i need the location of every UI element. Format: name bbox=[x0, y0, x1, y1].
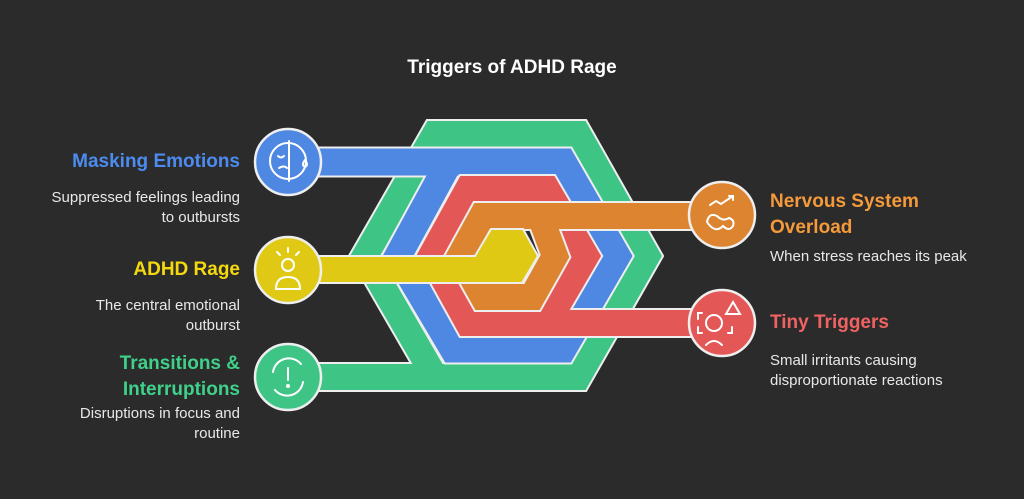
adhd-rage-description: The central emotional outburst bbox=[96, 296, 240, 336]
description-line: Disruptions in focus and bbox=[79, 405, 240, 422]
title-line: Interruptions bbox=[122, 379, 240, 400]
transitions-description: Disruptions in focus and routine bbox=[80, 404, 240, 444]
nervous-system-circle bbox=[687, 180, 757, 250]
adhd-rage-title: ADHD Rage bbox=[133, 259, 240, 280]
title-line: Overload bbox=[770, 217, 853, 238]
title-line: Transitions & bbox=[119, 353, 240, 374]
diagram-title: Triggers of ADHD Rage bbox=[407, 57, 617, 78]
description-line: routine bbox=[194, 425, 240, 442]
description-line: When stress reaches its peak bbox=[770, 248, 967, 265]
warning-focus-icon bbox=[697, 300, 742, 346]
nervous-system-title: Nervous System Overload bbox=[770, 189, 919, 241]
stress-rising-icon bbox=[706, 195, 735, 231]
tiny-triggers-description: Small irritants causing disproportionate… bbox=[770, 351, 943, 391]
yellow-core bbox=[299, 228, 540, 284]
title-line: Nervous System bbox=[770, 191, 919, 212]
angry-person-icon bbox=[274, 247, 302, 290]
description-line: to outbursts bbox=[161, 209, 240, 226]
description-line: outburst bbox=[185, 317, 240, 334]
masked-face-tear-icon bbox=[269, 140, 308, 182]
masking-emotions-title: Masking Emotions bbox=[72, 151, 240, 172]
tiny-triggers-title: Tiny Triggers bbox=[770, 312, 889, 333]
nervous-system-description: When stress reaches its peak bbox=[770, 247, 967, 267]
masking-emotions-description: Suppressed feelings leading to outbursts bbox=[52, 188, 240, 228]
description-line: disproportionate reactions bbox=[770, 372, 943, 389]
description-line: Small irritants causing bbox=[770, 352, 917, 369]
transitions-title: Transitions & Interruptions bbox=[120, 351, 240, 403]
description-line: Suppressed feelings leading bbox=[51, 189, 240, 206]
description-line: The central emotional bbox=[95, 297, 240, 314]
cycle-alert-icon bbox=[272, 357, 304, 397]
